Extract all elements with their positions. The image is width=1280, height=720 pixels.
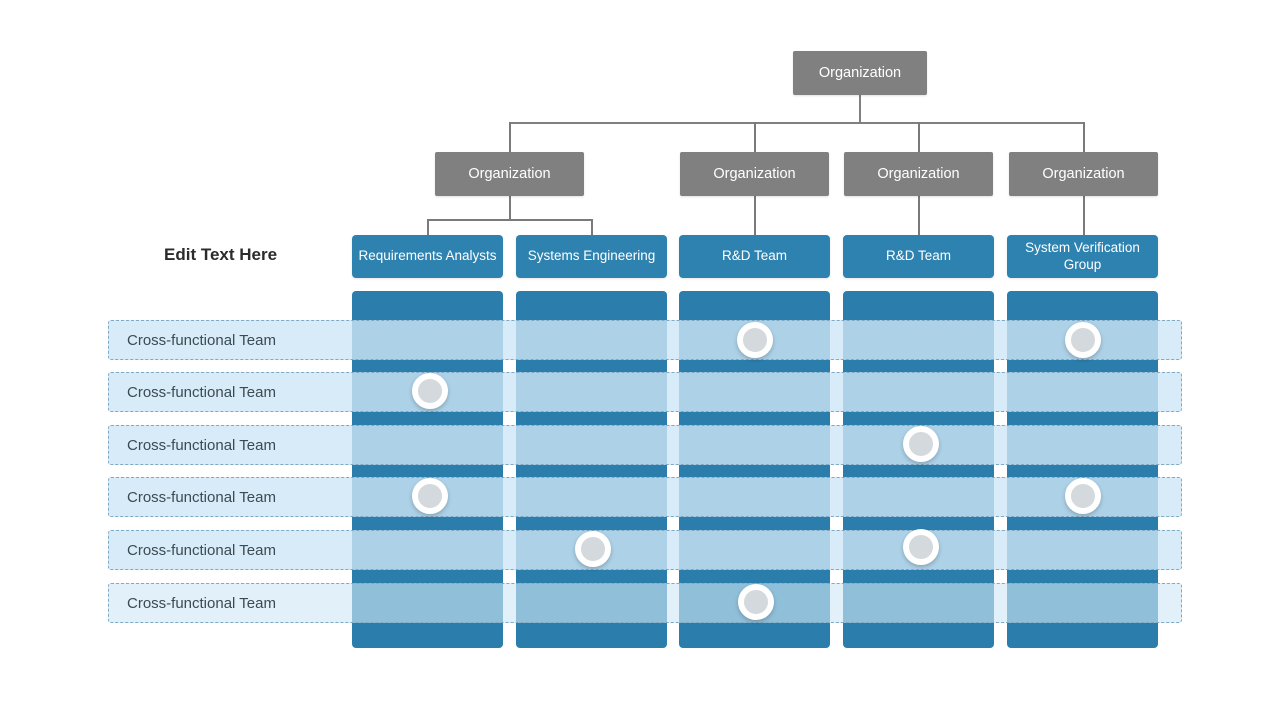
connector-division-1-bus (427, 219, 592, 221)
team-box-requirements-analysts[interactable]: Requirements Analysts (352, 235, 503, 278)
row-band-1-label: Cross-functional Team (127, 331, 276, 349)
team-box-4-label: R&D Team (885, 248, 952, 264)
row-band-2-label: Cross-functional Team (127, 383, 276, 401)
connector-level1-bus (509, 122, 1084, 124)
node-circle-r4c1[interactable] (412, 478, 448, 514)
row-band-6[interactable]: Cross-functional Team (108, 583, 1182, 623)
node-circle-r1c3[interactable] (737, 322, 773, 358)
team-box-1-label: Requirements Analysts (358, 248, 497, 264)
org-box-root-label: Organization (818, 64, 902, 81)
node-circle-r6c3[interactable] (738, 584, 774, 620)
row-band-4[interactable]: Cross-functional Team (108, 477, 1182, 517)
team-box-systems-engineering[interactable]: Systems Engineering (516, 235, 667, 278)
row-band-4-label: Cross-functional Team (127, 488, 276, 506)
org-box-division-2[interactable]: Organization (680, 152, 829, 196)
connector-drop-team-3 (754, 196, 756, 235)
org-box-root[interactable]: Organization (793, 51, 927, 95)
connector-drop-division-1 (509, 122, 511, 152)
team-box-3-label: R&D Team (721, 248, 788, 264)
connector-drop-team-5 (1083, 196, 1085, 235)
row-band-3[interactable]: Cross-functional Team (108, 425, 1182, 465)
node-circle-r3c4[interactable] (903, 426, 939, 462)
connector-drop-division-3 (918, 122, 920, 152)
row-band-2[interactable]: Cross-functional Team (108, 372, 1182, 412)
org-box-division-1[interactable]: Organization (435, 152, 584, 196)
node-circle-r2c1[interactable] (412, 373, 448, 409)
connector-division-1-down (509, 196, 511, 220)
org-box-division-4[interactable]: Organization (1009, 152, 1158, 196)
connector-drop-team-4 (918, 196, 920, 235)
org-box-division-2-label: Organization (713, 165, 796, 182)
node-circle-r5c2[interactable] (575, 531, 611, 567)
org-box-division-3-label: Organization (877, 165, 960, 182)
row-band-5-label: Cross-functional Team (127, 541, 276, 559)
node-circle-r5c4[interactable] (903, 529, 939, 565)
node-circle-r1c5[interactable] (1065, 322, 1101, 358)
team-box-rd-team-2[interactable]: R&D Team (843, 235, 994, 278)
team-box-5-label: System Verification Group (1025, 239, 1140, 272)
connector-drop-division-2 (754, 122, 756, 152)
connector-drop-division-4 (1083, 122, 1085, 152)
edit-text-here-label[interactable]: Edit Text Here (164, 245, 278, 264)
team-box-rd-team-1[interactable]: R&D Team (679, 235, 830, 278)
connector-root-down (859, 95, 861, 123)
connector-drop-team-2 (591, 219, 593, 235)
row-band-5[interactable]: Cross-functional Team (108, 530, 1182, 570)
org-box-division-1-label: Organization (468, 165, 551, 182)
row-band-1[interactable]: Cross-functional Team (108, 320, 1182, 360)
org-box-division-3[interactable]: Organization (844, 152, 993, 196)
team-box-2-label: Systems Engineering (527, 248, 656, 264)
node-circle-r4c5[interactable] (1065, 478, 1101, 514)
row-band-3-label: Cross-functional Team (127, 436, 276, 454)
connector-drop-team-1 (427, 219, 429, 235)
org-box-division-4-label: Organization (1042, 165, 1125, 182)
row-band-6-label: Cross-functional Team (127, 594, 276, 612)
team-box-system-verification-group[interactable]: System Verification Group (1007, 235, 1158, 278)
